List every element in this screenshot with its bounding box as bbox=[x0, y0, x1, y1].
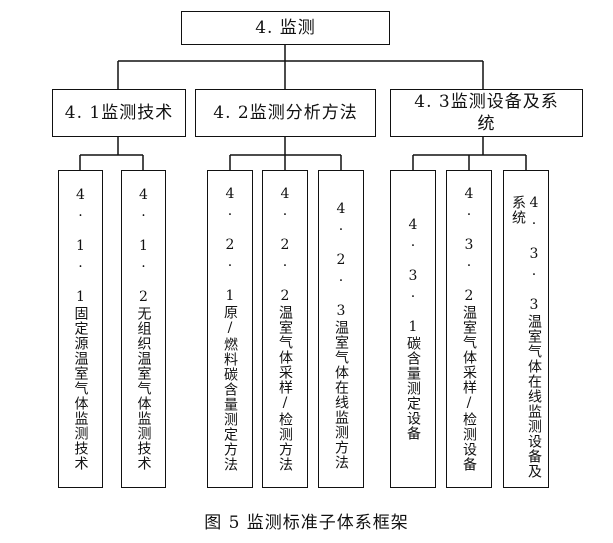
figure-caption: 图 5 监测标准子体系框架 bbox=[204, 513, 409, 533]
node-label: 4. 1. 2无组织温室气体监测技术 bbox=[135, 187, 152, 471]
node-4-1-1: 4. 1. 1固定源温室气体监测技术 bbox=[58, 170, 103, 488]
node-4-3-2: 4. 3. 2温室气体采样/检测设备 bbox=[446, 170, 492, 488]
node-4-1-2: 4. 1. 2无组织温室气体监测技术 bbox=[121, 170, 166, 488]
node-label: 4. 2监测分析方法 bbox=[213, 103, 358, 123]
node-label: 4. 3. 1碳含量测定设备 bbox=[405, 217, 421, 441]
node-monitoring-technology: 4. 1监测技术 bbox=[52, 89, 186, 137]
node-label: 4. 3. 3温室气体在线监测设备及系统 bbox=[510, 195, 542, 479]
node-label: 4. 2. 3温室气体在线监测方法 bbox=[333, 201, 349, 470]
node-monitoring-equipment-system: 4. 3监测设备及系统 bbox=[390, 89, 583, 137]
node-label: 4. 3. 2温室气体采样/检测设备 bbox=[461, 186, 477, 472]
node-label: 4. 3监测设备及系统 bbox=[414, 92, 559, 134]
node-label: 4. 2. 2温室气体采样/检测方法 bbox=[277, 186, 293, 472]
node-label: 4. 1. 1固定源温室气体监测技术 bbox=[72, 187, 89, 471]
node-4-2-2: 4. 2. 2温室气体采样/检测方法 bbox=[262, 170, 308, 488]
node-4-3-1: 4. 3. 1碳含量测定设备 bbox=[390, 170, 436, 488]
node-4-3-3: 4. 3. 3温室气体在线监测设备及系统 bbox=[503, 170, 549, 488]
node-label: 4. 1监测技术 bbox=[64, 103, 174, 123]
root-node: 4. 监测 bbox=[181, 11, 390, 45]
node-label: 4. 2. 1原/燃料碳含量测定方法 bbox=[222, 186, 238, 472]
node-4-2-3: 4. 2. 3温室气体在线监测方法 bbox=[318, 170, 364, 488]
node-monitoring-analysis-method: 4. 2监测分析方法 bbox=[195, 89, 376, 137]
root-node-label: 4. 监测 bbox=[255, 18, 316, 38]
node-4-2-1: 4. 2. 1原/燃料碳含量测定方法 bbox=[207, 170, 253, 488]
